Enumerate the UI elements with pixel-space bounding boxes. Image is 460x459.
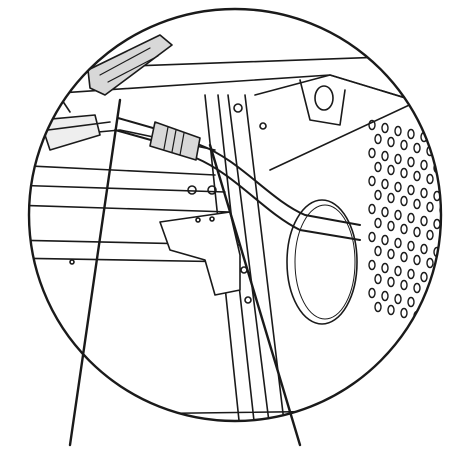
perforation-hole <box>387 164 395 176</box>
perforation-hole <box>413 198 421 210</box>
perforation-hole <box>400 223 408 235</box>
clip-detail <box>99 47 159 83</box>
perforation-hole <box>426 257 434 269</box>
perforation-hole <box>374 301 382 313</box>
perforation-hole <box>407 240 415 252</box>
post-holes <box>233 103 267 304</box>
ceiling-clip <box>87 34 173 96</box>
perforation-hole <box>387 276 395 288</box>
perforation-hole <box>400 167 408 179</box>
perforation-hole <box>368 203 376 215</box>
perforation-hole <box>447 139 453 148</box>
perforation-hole <box>439 260 441 272</box>
perforation-hole <box>387 304 395 316</box>
perforation-hole <box>420 215 428 227</box>
perforation-hole <box>400 251 408 263</box>
perforation-hole <box>413 254 421 266</box>
perforation-hole <box>413 142 421 154</box>
perforation-hole <box>433 274 441 286</box>
perforation-hole <box>374 161 382 173</box>
perforation-hole <box>407 296 415 308</box>
perforation-hole <box>447 279 453 288</box>
fitting-ribs <box>163 126 185 156</box>
hose <box>117 117 361 226</box>
perforation-hole <box>439 176 441 188</box>
perforation-hole <box>394 293 402 305</box>
callout-leader-left <box>68 98 122 447</box>
perforation-hole <box>374 189 382 201</box>
perforation-hole <box>407 128 415 140</box>
perforation-hole <box>426 173 434 185</box>
perforation-hole <box>368 147 376 159</box>
hose-fitting <box>149 121 201 161</box>
perforation-hole <box>400 139 408 151</box>
perforation-hole <box>381 262 389 274</box>
perforation-hole <box>413 282 421 294</box>
perforation-hole <box>394 125 402 137</box>
perforation-hole <box>368 287 376 299</box>
perforation-hole <box>374 133 382 145</box>
perforation-hole <box>413 226 421 238</box>
perforation-hole <box>381 234 389 246</box>
perforation-hole <box>426 201 434 213</box>
perforation-hole <box>381 178 389 190</box>
perforation-hole <box>447 223 453 232</box>
perforation-hole <box>433 302 441 314</box>
left-rail <box>29 129 241 263</box>
perforation-hole <box>407 212 415 224</box>
perforation-hole <box>426 313 434 325</box>
callout-leader-right <box>208 143 302 447</box>
perforation-hole <box>420 271 428 283</box>
perforation-hole <box>368 119 376 131</box>
perforation-hole <box>374 217 382 229</box>
perforation-hole <box>381 122 389 134</box>
perforation-hole <box>439 288 441 300</box>
perforation-hole <box>400 307 408 319</box>
perforation-hole <box>394 237 402 249</box>
perforation-hole <box>447 195 453 204</box>
perforation-hole <box>381 290 389 302</box>
perforation-hole <box>394 181 402 193</box>
perforation-hole <box>439 148 441 160</box>
perforation-hole <box>413 170 421 182</box>
upper-right-housing <box>299 79 346 126</box>
perforation-hole <box>400 279 408 291</box>
perforation-hole <box>439 316 441 328</box>
detail-circle-border <box>27 7 443 423</box>
perforation-hole <box>447 251 453 260</box>
perforation-hole <box>368 175 376 187</box>
left-bracket <box>39 114 101 151</box>
perforation-hole <box>368 259 376 271</box>
perforation-hole <box>368 231 376 243</box>
perforation-hole <box>447 307 453 316</box>
perforation-hole <box>420 187 428 199</box>
perforation-hole <box>381 150 389 162</box>
panel-opening-rim <box>294 204 356 320</box>
perforation-hole <box>394 265 402 277</box>
perforation-hole <box>407 184 415 196</box>
perforation-hole <box>387 248 395 260</box>
perforation-hole <box>387 192 395 204</box>
perforation-hole <box>407 268 415 280</box>
perforation-hole <box>387 220 395 232</box>
perforation-hole <box>394 153 402 165</box>
perforation-hole <box>400 195 408 207</box>
perforation-hole <box>420 243 428 255</box>
perforation-hole <box>407 156 415 168</box>
perforation-hole <box>447 167 453 176</box>
perforation-hole <box>374 273 382 285</box>
perforation-hole <box>374 245 382 257</box>
perforation-hole <box>381 206 389 218</box>
perforation-hole <box>387 136 395 148</box>
perforation-hole <box>420 159 428 171</box>
bracket-screws <box>69 185 217 265</box>
perforation-hole <box>426 229 434 241</box>
perforation-hole <box>433 134 441 146</box>
perforation-hole <box>394 209 402 221</box>
panel-opening <box>286 199 358 325</box>
